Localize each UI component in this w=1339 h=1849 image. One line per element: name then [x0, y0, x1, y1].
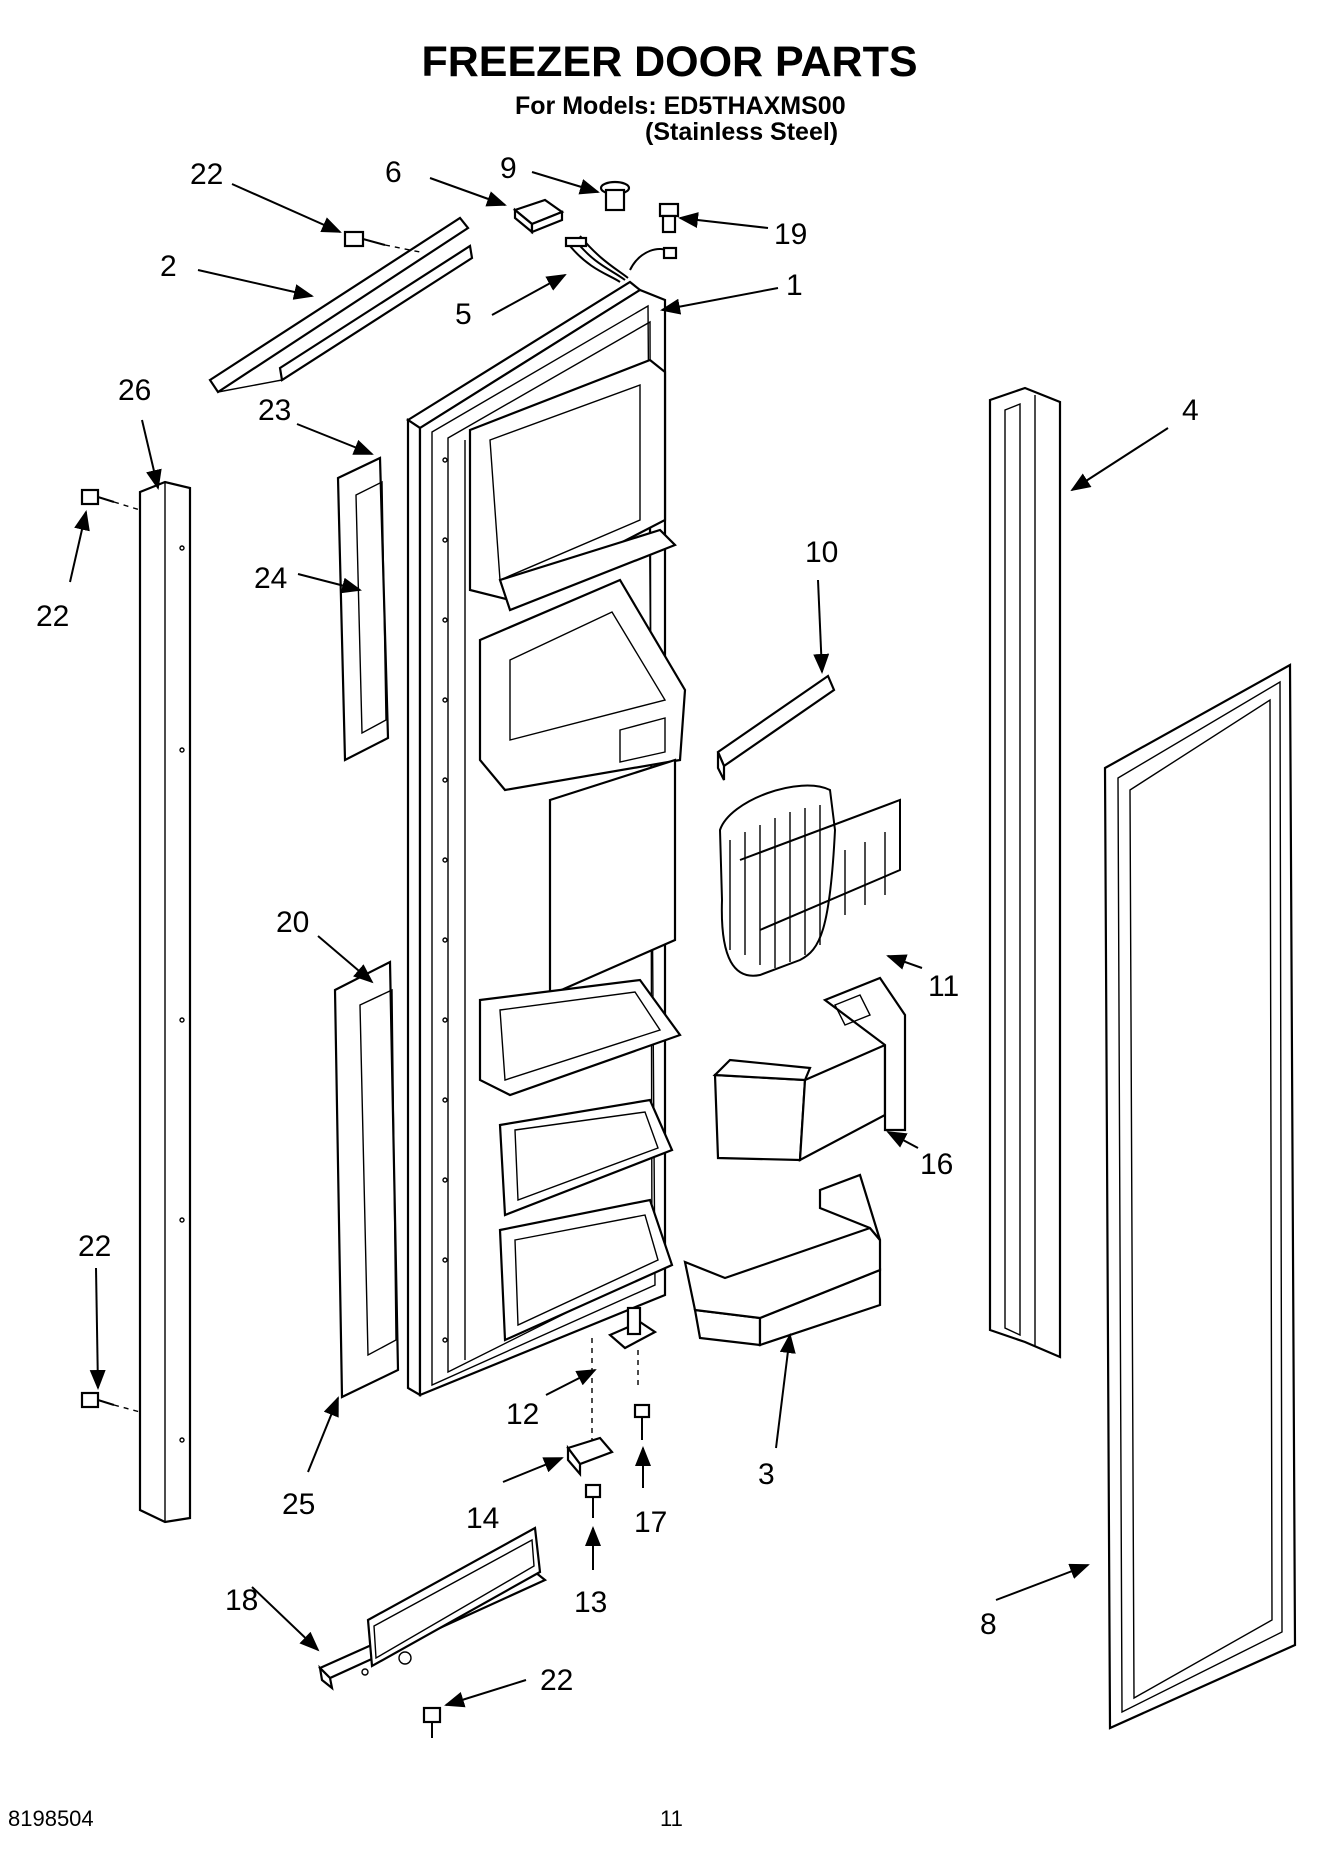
part-2-top-cap	[208, 216, 474, 394]
part-4-side-trim	[988, 386, 1062, 1359]
callout-10: 10	[805, 536, 838, 569]
part-23-24-upper-panel	[336, 456, 390, 762]
callout-17: 17	[634, 1506, 667, 1539]
part-26-side-trim	[138, 480, 192, 1524]
callout-20: 20	[276, 906, 309, 939]
part-20-25-lower-panel	[333, 960, 400, 1399]
part-11-wire-basket	[718, 784, 901, 977]
part-22-screw-top	[343, 230, 421, 253]
callout-9: 9	[500, 152, 517, 185]
part-1-door-liner	[405, 280, 687, 1397]
callout-22-left-lower: 22	[78, 1230, 111, 1263]
callout-8: 8	[980, 1608, 997, 1641]
callout-labels: 22 2 6 9 19 5 1 26 23 4 10 24 22 20 11 1…	[36, 152, 1199, 1697]
part-17-screw	[633, 1403, 651, 1440]
part-14-hinge-block	[566, 1436, 614, 1477]
callout-14: 14	[466, 1502, 499, 1535]
callout-1: 1	[786, 269, 803, 302]
callout-5: 5	[455, 298, 472, 331]
part-5-wire-harness	[564, 235, 678, 283]
callout-22-top: 22	[190, 158, 223, 191]
part-16-ice-bucket	[712, 976, 907, 1162]
part-18-bottom-bracket	[318, 1526, 548, 1691]
part-8-door-gasket	[1103, 663, 1297, 1730]
part-22-screw-left-upper	[80, 488, 141, 511]
callout-16: 16	[920, 1148, 953, 1181]
part-10-bar	[716, 674, 836, 781]
model-finish: (Stainless Steel)	[645, 118, 839, 146]
page-number: 11	[660, 1806, 683, 1831]
page-title: FREEZER DOOR PARTS	[421, 38, 918, 86]
callout-25: 25	[282, 1488, 315, 1521]
part-22-screw-bottom	[422, 1706, 442, 1738]
part-12-hinge-pin	[591, 1306, 658, 1450]
callout-22-left-upper: 22	[36, 600, 69, 633]
callout-12: 12	[506, 1398, 539, 1431]
callout-2: 2	[160, 250, 177, 283]
leader-lines	[69, 171, 1169, 1708]
callout-13: 13	[574, 1586, 607, 1619]
callout-22-bottom: 22	[540, 1664, 573, 1697]
callout-6: 6	[385, 156, 402, 189]
part-9-light-socket	[599, 180, 631, 212]
part-19-bulb	[658, 202, 680, 234]
document-number: 8198504	[8, 1806, 94, 1831]
callout-11: 11	[928, 970, 959, 1003]
callout-3: 3	[758, 1458, 775, 1491]
part-22-screw-left-lower	[80, 1391, 141, 1413]
part-3-door-bin	[683, 1173, 882, 1347]
part-13-screw	[584, 1483, 602, 1518]
callout-24: 24	[254, 562, 287, 595]
part-6-module	[512, 198, 565, 235]
callout-18: 18	[225, 1584, 258, 1617]
callout-19: 19	[774, 218, 807, 251]
callout-26: 26	[118, 374, 151, 407]
callout-4: 4	[1182, 394, 1199, 427]
model-number: For Models: ED5THAXMS00	[515, 92, 846, 120]
callout-23: 23	[258, 394, 291, 427]
